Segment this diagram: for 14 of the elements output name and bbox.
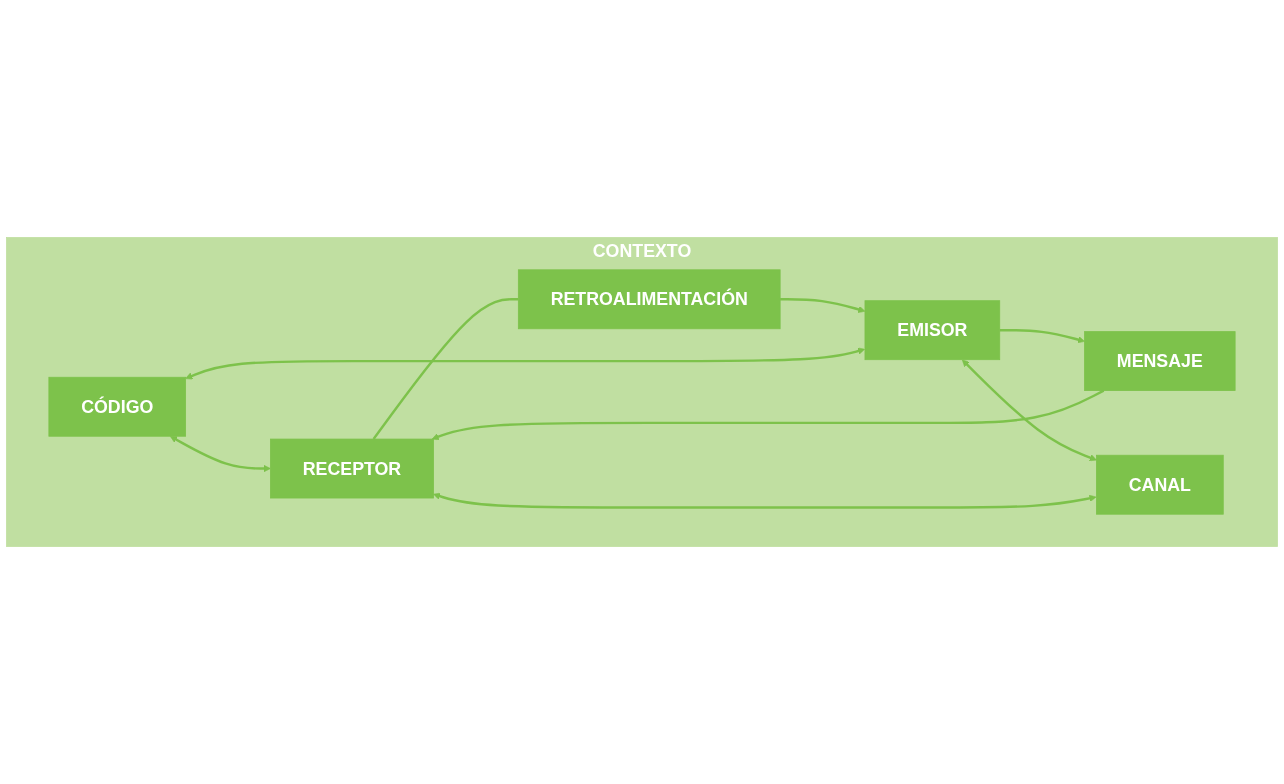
- arrow: [170, 436, 271, 473]
- arrow: [433, 492, 1097, 509]
- arrow: [185, 347, 865, 380]
- node-box: CANAL: [1096, 454, 1224, 515]
- node-box: EMISOR: [864, 300, 1001, 361]
- arrow: [431, 389, 1105, 441]
- arrow: [780, 298, 866, 313]
- node-box: MENSAJE: [1084, 331, 1236, 391]
- arrow: [962, 359, 1097, 462]
- node-box: RETROALIMENTACIÓN: [517, 269, 781, 330]
- arrow: [999, 329, 1085, 344]
- node-box: RECEPTOR: [270, 438, 434, 499]
- connector: [372, 298, 519, 440]
- node-box: CÓDIGO: [48, 376, 186, 437]
